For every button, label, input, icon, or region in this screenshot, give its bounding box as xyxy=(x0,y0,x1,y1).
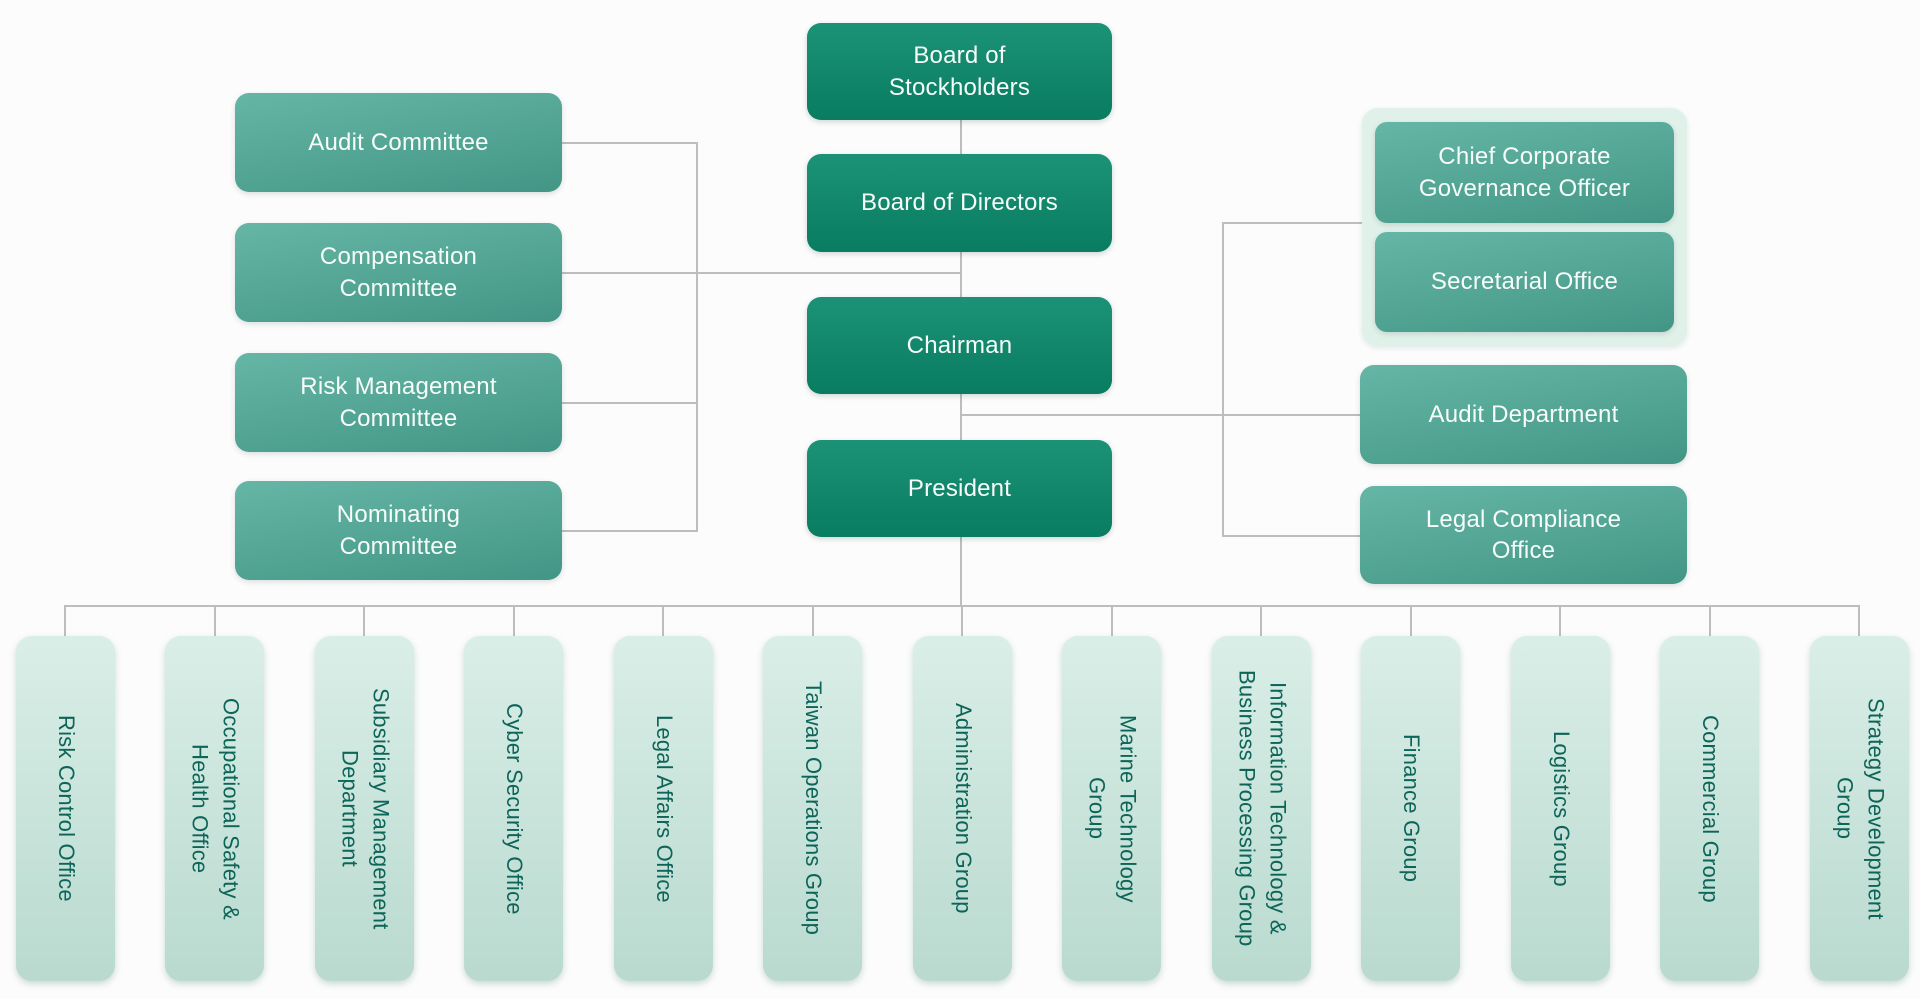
connector-dept-stub-7 xyxy=(961,605,963,637)
connector-audit-committee-stub xyxy=(562,142,698,144)
connector-dept-stub-11 xyxy=(1559,605,1561,637)
node-label: Cyber Security Office xyxy=(501,702,527,915)
node-label: Administration Group xyxy=(950,703,976,914)
node-label: Board of Directors xyxy=(860,189,1058,217)
connector-dept-stub-3 xyxy=(363,605,365,637)
node-cyber-security-office: Cyber Security Office xyxy=(464,636,563,981)
connector-audit-department-main xyxy=(960,414,1360,416)
connector-chairman-president xyxy=(960,393,962,440)
node-label: Compensation Committee xyxy=(319,243,478,302)
node-label: Chief Corporate Governance Officer xyxy=(1418,143,1631,202)
node-logistics-group: Logistics Group xyxy=(1511,636,1610,981)
node-compensation-committee: Compensation Committee xyxy=(235,223,562,322)
connector-dept-stub-1 xyxy=(64,605,66,637)
node-label: Strategy Development Group xyxy=(1832,697,1889,920)
node-subsidiary-management-department: Subsidiary Management Department xyxy=(315,636,414,981)
node-legal-affairs-office: Legal Affairs Office xyxy=(614,636,713,981)
node-label: Risk Control Office xyxy=(53,715,79,902)
connector-right-bus xyxy=(1222,222,1224,537)
connector-dept-stub-5 xyxy=(662,605,664,637)
connector-dept-stub-4 xyxy=(513,605,515,637)
node-commercial-group: Commercial Group xyxy=(1660,636,1759,981)
node-label: Information Technology & Business Proces… xyxy=(1234,670,1291,947)
connector-dept-stub-6 xyxy=(812,605,814,637)
node-label: Audit Committee xyxy=(308,128,489,156)
node-label: Audit Department xyxy=(1428,400,1619,428)
connector-legal-compliance-stub xyxy=(1222,535,1360,537)
node-nominating-committee: Nominating Committee xyxy=(235,481,562,580)
node-label: Board of Stockholders xyxy=(888,42,1031,101)
connector-committees-main xyxy=(562,272,962,274)
connector-risk-committee-stub xyxy=(562,402,698,404)
node-label: Taiwan Operations Group xyxy=(800,681,826,936)
connector-president-departments xyxy=(960,536,962,607)
node-label: President xyxy=(907,474,1012,502)
node-label: Legal Affairs Office xyxy=(651,714,677,903)
connector-dept-stub-12 xyxy=(1709,605,1711,637)
connector-dept-stub-2 xyxy=(214,605,216,637)
connector-nominating-committee-stub xyxy=(562,530,698,532)
node-audit-department: Audit Department xyxy=(1360,365,1687,464)
node-information-technology-business-processing-group: Information Technology & Business Proces… xyxy=(1212,636,1311,981)
node-audit-committee: Audit Committee xyxy=(235,93,562,192)
node-label: Chairman xyxy=(906,331,1013,359)
connector-committees-bus xyxy=(696,142,698,532)
node-label: Risk Management Committee xyxy=(300,373,497,432)
connector-dept-stub-10 xyxy=(1410,605,1412,637)
node-risk-control-office: Risk Control Office xyxy=(16,636,115,981)
connector-stockholders-directors xyxy=(960,118,962,154)
node-label: Subsidiary Management Department xyxy=(337,687,394,930)
node-risk-management-committee: Risk Management Committee xyxy=(235,353,562,452)
node-strategy-development-group: Strategy Development Group xyxy=(1810,636,1909,981)
node-legal-compliance-office: Legal Compliance Office xyxy=(1360,486,1687,584)
node-marine-technology-group: Marine Technology Group xyxy=(1062,636,1161,981)
node-taiwan-operations-group: Taiwan Operations Group xyxy=(763,636,862,981)
node-label: Occupational Safety & Health Office xyxy=(187,697,244,920)
node-administration-group: Administration Group xyxy=(913,636,1012,981)
node-label: Nominating Committee xyxy=(336,501,461,560)
connector-governance-stub xyxy=(1222,222,1362,224)
node-label: Finance Group xyxy=(1398,734,1424,883)
node-label: Marine Technology Group xyxy=(1084,714,1141,903)
node-label: Secretarial Office xyxy=(1430,268,1619,296)
node-president: President xyxy=(807,440,1112,537)
node-secretarial-office: Secretarial Office xyxy=(1375,232,1674,332)
connector-dept-stub-9 xyxy=(1260,605,1262,637)
node-chairman: Chairman xyxy=(807,297,1112,394)
node-chief-corporate-governance-officer: Chief Corporate Governance Officer xyxy=(1375,122,1674,223)
connector-dept-stub-8 xyxy=(1111,605,1113,637)
connector-directors-chairman xyxy=(960,251,962,297)
node-label: Logistics Group xyxy=(1548,730,1574,887)
node-board-of-stockholders: Board of Stockholders xyxy=(807,23,1112,120)
connector-dept-stub-13 xyxy=(1858,605,1860,637)
node-occupational-safety-health-office: Occupational Safety & Health Office xyxy=(165,636,264,981)
node-label: Legal Compliance Office xyxy=(1425,505,1622,564)
node-finance-group: Finance Group xyxy=(1361,636,1460,981)
node-label: Commercial Group xyxy=(1697,714,1723,903)
node-board-of-directors: Board of Directors xyxy=(807,154,1112,252)
